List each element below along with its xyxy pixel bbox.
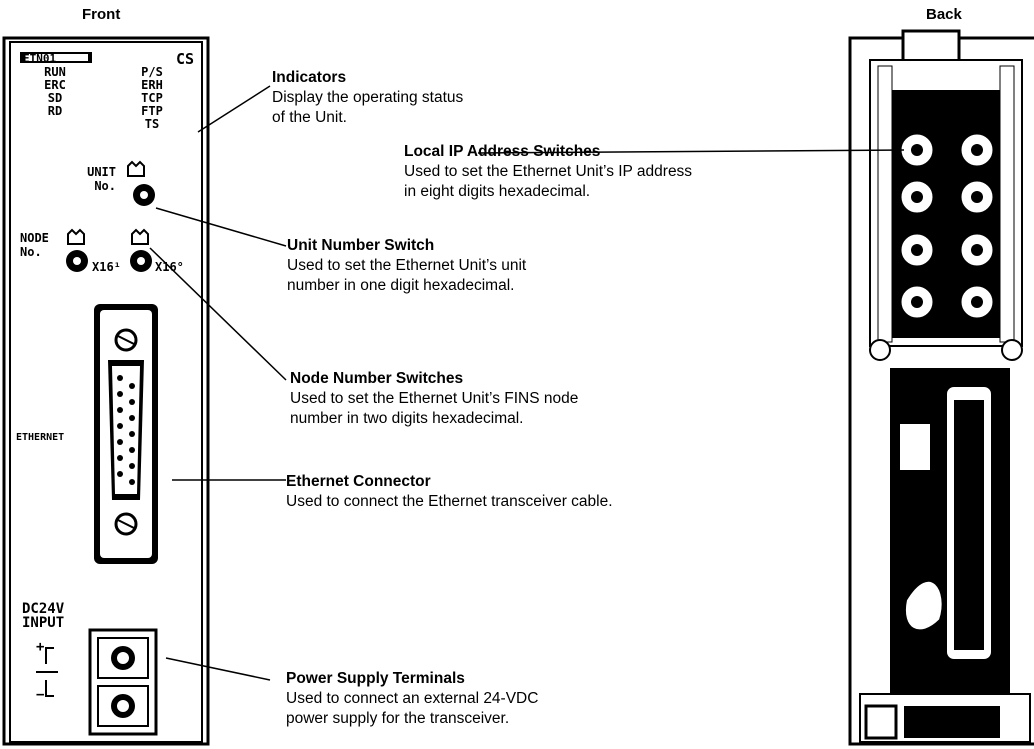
callout-ip-switches-title: Local IP Address Switches (404, 143, 601, 160)
callout-node-switches-title: Node Number Switches (290, 370, 464, 387)
callout-indicators-title: Indicators (272, 69, 347, 86)
callout-power-terminals-desc-1: Used to connect an external 24-VDC (286, 690, 539, 707)
model-label: ETN01 (23, 52, 56, 65)
led-ftp-label: FTP (141, 104, 163, 118)
callout-ethernet-connector: Ethernet Connector Used to connect the E… (286, 472, 613, 512)
ethernet-connector (94, 304, 158, 564)
callout-indicators: Indicators Display the operating status … (272, 68, 463, 128)
callout-power-terminals-title: Power Supply Terminals (286, 670, 465, 687)
callout-power-terminals-desc-2: power supply for the transceiver. (286, 710, 510, 727)
series-label: CS (176, 50, 194, 68)
ethernet-label: ETHERNET (16, 432, 64, 443)
node-label-1: NODE (20, 231, 49, 245)
callout-node-switches-desc-1: Used to set the Ethernet Unit’s FINS nod… (290, 390, 579, 407)
power-terminal-block (88, 628, 158, 736)
plus-label: + (36, 639, 44, 655)
callout-node-switches: Node Number Switches Used to set the Eth… (290, 369, 578, 429)
callout-ip-switches-desc-1: Used to set the Ethernet Unit’s IP addre… (404, 163, 693, 180)
back-circuit-board (890, 368, 1010, 694)
callout-ip-switches-desc-2: in eight digits hexadecimal. (404, 183, 591, 200)
callout-unit-switch-desc-2: number in one digit hexadecimal. (287, 277, 515, 294)
callout-unit-switch-title: Unit Number Switch (287, 237, 435, 254)
minus-label: − (36, 687, 44, 703)
led-tcp-label: TCP (141, 91, 163, 105)
led-ts-label: TS (145, 117, 159, 131)
callout-indicators-desc-2: of the Unit. (272, 109, 347, 126)
node-switch-tens (66, 228, 88, 272)
unit-number-switch (127, 160, 155, 206)
led-rd-label: RD (48, 104, 62, 118)
unit-label-2: No. (94, 179, 116, 193)
front-view-title: Front (82, 6, 121, 23)
led-erc-label: ERC (44, 78, 66, 92)
led-run-label: RUN (44, 65, 66, 79)
led-ps-label: P/S (141, 65, 163, 79)
led-sd-label: SD (48, 91, 62, 105)
node-label-2: No. (20, 245, 42, 259)
power-label-1: DC24V (22, 601, 65, 617)
callout-ethernet-connector-desc-1: Used to connect the Ethernet transceiver… (286, 493, 613, 510)
callout-indicators-desc-1: Display the operating status (272, 89, 464, 106)
back-view-title: Back (926, 6, 962, 23)
ip-address-switches (900, 133, 994, 319)
led-erh-label: ERH (141, 78, 163, 92)
x16-1-label: X16¹ (92, 260, 121, 274)
node-switch-ones (130, 228, 152, 272)
callout-ip-switches: Local IP Address Switches Used to set th… (404, 142, 692, 202)
callout-unit-switch-desc-1: Used to set the Ethernet Unit’s unit (287, 257, 527, 274)
unit-label-1: UNIT (87, 165, 116, 179)
callout-power-terminals: Power Supply Terminals Used to connect a… (286, 669, 538, 729)
callout-ethernet-connector-title: Ethernet Connector (286, 473, 431, 490)
callout-node-switches-desc-2: number in two digits hexadecimal. (290, 410, 524, 427)
power-label-2: INPUT (22, 615, 64, 631)
callout-unit-switch: Unit Number Switch Used to set the Ether… (287, 236, 526, 296)
